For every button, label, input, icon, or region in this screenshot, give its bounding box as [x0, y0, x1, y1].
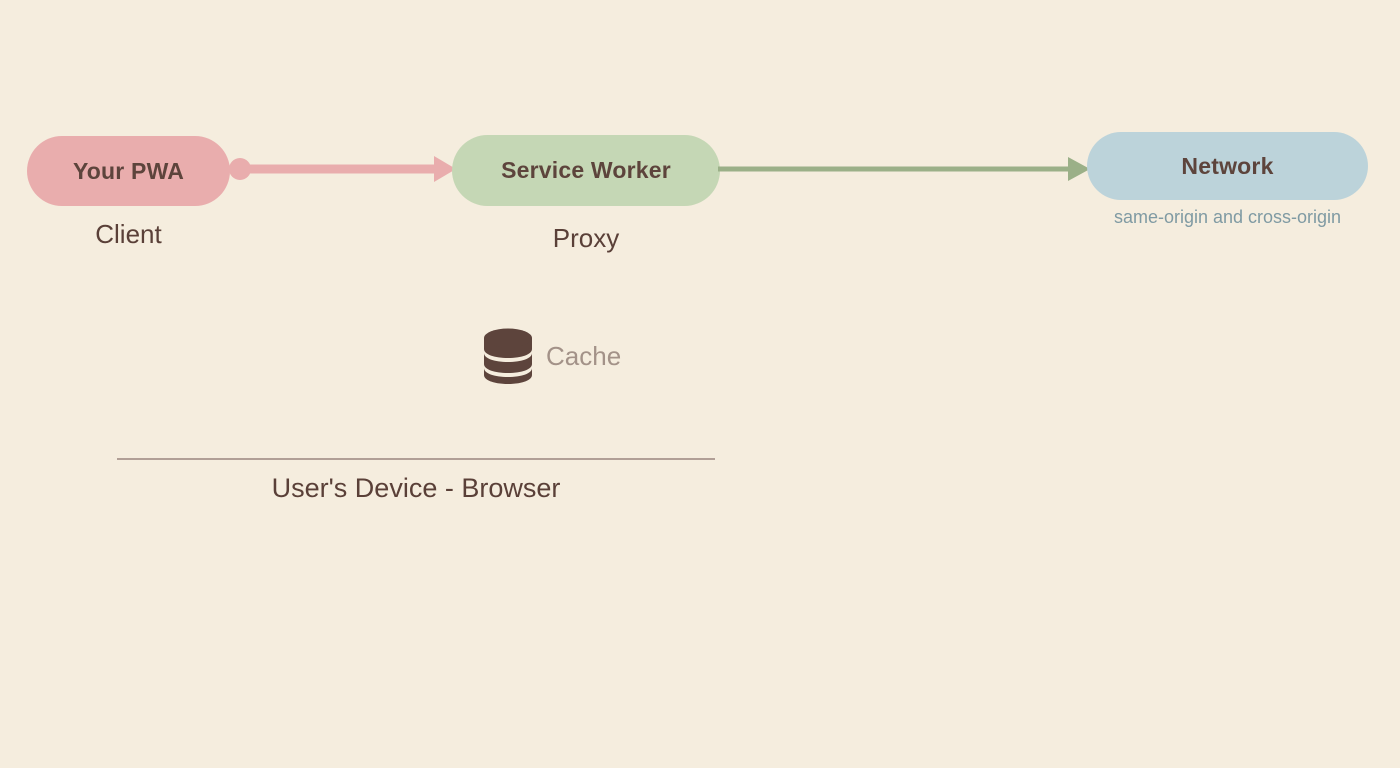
cache-label: Cache [546, 340, 622, 371]
arrowhead-icon [1068, 157, 1090, 181]
node-service-worker-caption: Proxy [552, 223, 620, 253]
connector-pwa-to-service-worker [229, 156, 456, 182]
arrowhead-icon [434, 156, 456, 182]
database-icon [484, 328, 532, 384]
node-your-pwa-caption: Client [95, 219, 162, 249]
cache-group[interactable]: Cache [484, 328, 621, 384]
node-service-worker[interactable]: Service Worker [452, 135, 720, 206]
device-boundary-caption: User's Device - Browser [271, 473, 561, 503]
connector-service-worker-to-network [718, 157, 1090, 181]
node-your-pwa-label: Your PWA [72, 157, 185, 184]
device-boundary-divider [117, 458, 715, 460]
node-your-pwa[interactable]: Your PWA [27, 136, 230, 206]
node-service-worker-label: Service Worker [501, 157, 671, 183]
node-network-label: Network [1181, 152, 1274, 179]
node-network[interactable]: Network [1087, 132, 1368, 200]
node-network-caption: same-origin and cross-origin [1113, 207, 1342, 227]
